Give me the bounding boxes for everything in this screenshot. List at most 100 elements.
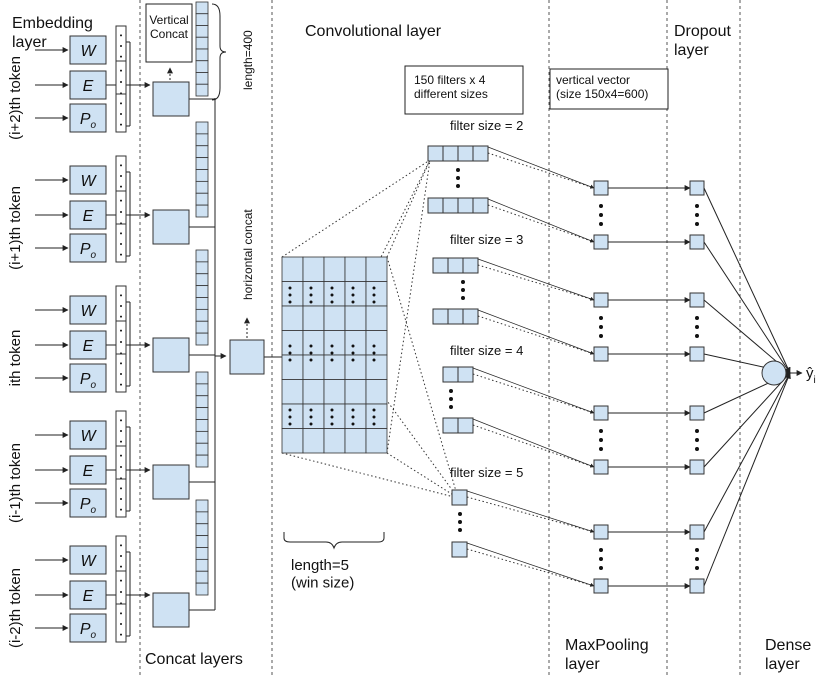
maxpool-dots: [599, 204, 603, 208]
vector-dot: [120, 211, 122, 213]
matrix-dot: [351, 408, 355, 412]
embedding-vector: [115, 478, 127, 518]
matrix-dot: [309, 293, 313, 297]
matrix-cell: [323, 281, 346, 307]
filter-cell: [457, 366, 474, 383]
strip-cell: [195, 121, 209, 135]
vector-dot: [120, 544, 122, 547]
matrix-dot: [288, 300, 292, 304]
embed-box-e: [69, 455, 107, 485]
strip-cell: [195, 308, 209, 322]
vector-dot: [120, 591, 122, 593]
embed-box-p: [69, 233, 107, 263]
maxpool-dots: [599, 438, 603, 442]
strip-cell: [195, 454, 209, 468]
strip-cell: [195, 320, 209, 334]
concat-box: [152, 337, 190, 373]
matrix-dot: [309, 351, 313, 355]
embed-box-e: [69, 330, 107, 360]
embed-box-e: [69, 200, 107, 230]
matrix-cell: [281, 379, 304, 405]
dropout-dots: [695, 447, 699, 451]
embedding-vector: [115, 155, 127, 195]
matrix-dot: [309, 286, 313, 290]
dropout-node: [689, 459, 705, 475]
vector-dot: [120, 623, 122, 625]
embedding-vector: [115, 410, 127, 450]
token-label: ith token: [7, 330, 24, 387]
matrix-dot: [351, 358, 355, 362]
maxpool-dots: [599, 429, 603, 433]
concat-vector-strip: [195, 371, 209, 468]
output-subscript: i: [814, 375, 816, 386]
matrix-dot: [330, 293, 334, 297]
dropout-to-dense: [703, 187, 791, 374]
vector-dot: [120, 440, 122, 443]
strip-cell: [195, 1, 209, 15]
matrix-cell: [344, 256, 367, 282]
filter-dots: [449, 397, 453, 401]
matrix-cell: [344, 403, 367, 429]
matrix-dot: [351, 293, 355, 297]
vector-dot: [120, 164, 122, 167]
embed-label: W: [80, 553, 97, 570]
filter-cell: [432, 257, 449, 274]
matrix-dot: [288, 358, 292, 362]
matrix-cell: [281, 428, 304, 454]
embedding-vector: [115, 223, 127, 263]
embedding-vector: [115, 93, 127, 133]
filter-dots: [461, 296, 465, 300]
matrix-dot: [330, 408, 334, 412]
filter-size-label: filter size = 2: [450, 118, 523, 133]
matrix-dot: [309, 344, 313, 348]
matrix-cell: [281, 256, 304, 282]
embed-box-e: [69, 70, 107, 100]
strip-cell: [195, 558, 209, 572]
strip-cell: [195, 133, 209, 147]
maxpool-dots: [599, 325, 603, 329]
maxpool-dots: [599, 557, 603, 561]
matrix-dot: [288, 286, 292, 290]
vector-dot: [120, 383, 122, 386]
matrix-dot: [288, 408, 292, 412]
vector-dot: [120, 175, 122, 177]
vector-dot: [120, 508, 122, 511]
strip-cell: [195, 547, 209, 560]
strip-cell: [195, 83, 209, 97]
vector-dot: [120, 362, 122, 365]
dropout-dots: [695, 548, 699, 552]
matrix-cell: [281, 330, 304, 356]
dropout-node: [689, 405, 705, 421]
vector-dot: [120, 253, 122, 256]
filter-to-pool: [477, 258, 595, 301]
matrix-dot: [372, 415, 376, 419]
filter-cell: [427, 197, 444, 214]
matrix-cell: [365, 256, 388, 282]
filter-dots: [458, 520, 462, 524]
dropout-dots: [695, 438, 699, 442]
dropout-dots: [695, 325, 699, 329]
output-symbol: ŷ: [806, 365, 814, 382]
matrix-cell: [302, 281, 325, 307]
embedding-vector: [115, 353, 127, 393]
strip-cell: [195, 261, 209, 275]
matrix-cell: [323, 403, 346, 429]
matrix-projection: [386, 159, 431, 454]
maxpool-node: [593, 524, 609, 540]
matrix-dot: [288, 351, 292, 355]
filter-to-pool: [472, 418, 595, 468]
matrix-dot: [351, 286, 355, 290]
matrix-dot: [372, 293, 376, 297]
vector-dot: [120, 294, 122, 297]
vector-dot: [120, 612, 122, 615]
dropout-dots: [695, 566, 699, 570]
filter-size-label: filter size = 4: [450, 343, 523, 358]
filter-projection: [472, 373, 595, 414]
matrix-cell: [344, 281, 367, 307]
matrix-cell: [302, 330, 325, 356]
concat-vector-strip: [195, 499, 209, 596]
